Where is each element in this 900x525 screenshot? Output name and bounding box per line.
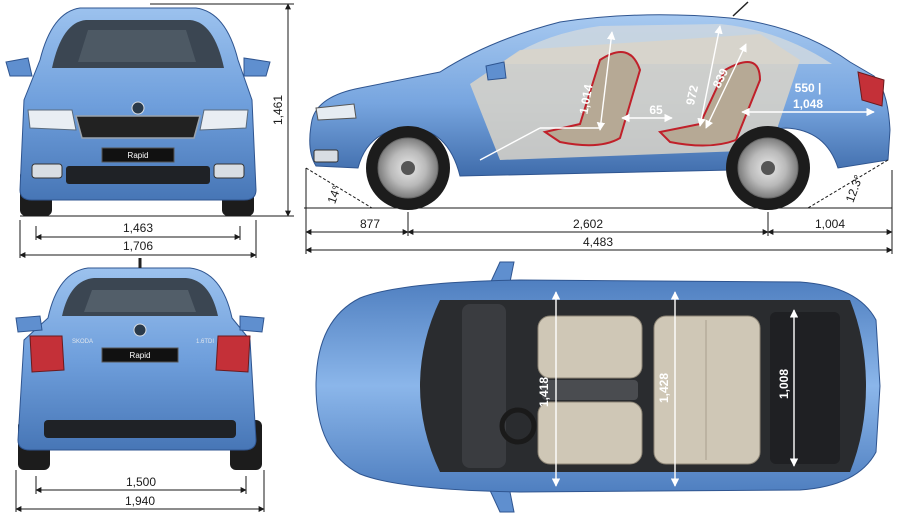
skoda-logo: [131, 101, 145, 115]
front-lower-intake: [66, 166, 210, 184]
knee-room-label: 65: [649, 103, 663, 117]
side-rear-wheel: [726, 126, 810, 210]
rear-width-label: 1,940: [125, 494, 155, 508]
front-headroom-label: 1,014: [577, 83, 596, 115]
top-dashboard: [462, 304, 506, 468]
front-right-foglight: [213, 163, 245, 179]
approach-angle-label: 14°: [325, 184, 344, 206]
rear-headroom-label: 972: [683, 84, 701, 107]
front-left-mirror: [5, 57, 33, 77]
boot-length-label: 1,048: [793, 97, 823, 111]
rear-badge-right: 1.6TDI: [196, 339, 214, 345]
front-track-label: 1,463: [123, 221, 153, 235]
rear-right-mirror: [239, 315, 265, 333]
side-foglight: [313, 149, 339, 163]
rear-left-mirror: [15, 315, 43, 333]
front-grille: [75, 115, 201, 139]
rear-diffuser: [44, 420, 236, 438]
rear-view: SKODA 1.6TDI Rapid 1,500 1,940: [15, 258, 265, 512]
side-antenna: [732, 1, 749, 17]
front-width-label: 1,706: [123, 239, 153, 253]
rear-right-taillight: [215, 335, 251, 373]
side-view: 1,014 972 839 65 550 | 1,048 14° 12.3° 8…: [304, 1, 893, 254]
front-left-headlight: [27, 109, 77, 131]
side-headlight: [315, 103, 357, 121]
rear-bench: [653, 315, 761, 465]
steering-wheel: [499, 407, 537, 445]
length-label: 4,483: [583, 235, 613, 249]
rear-license-plate: [101, 347, 179, 363]
front-view: Rapid 1,463 1,706 1,461: [5, 3, 294, 258]
front-right-mirror: [243, 57, 271, 77]
rear-track-label: 1,500: [126, 475, 156, 489]
center-console: [542, 380, 638, 400]
front-seat-upper: [537, 315, 643, 379]
rear-shoulder-label: 1,428: [657, 373, 671, 403]
rear-overhang-label: 1,004: [815, 217, 845, 231]
front-plate-text: Rapid: [128, 151, 149, 160]
rear-left-taillight: [29, 335, 65, 373]
front-right-headlight: [199, 109, 249, 131]
boot-width-label: 1,008: [777, 369, 791, 399]
side-front-wheel: [366, 126, 450, 210]
front-left-foglight: [31, 163, 63, 179]
front-seat-lower: [537, 401, 643, 465]
side-taillight: [857, 71, 885, 107]
boot-depth-label: 550 |: [795, 81, 822, 95]
front-seat-outline: [542, 51, 642, 147]
rear-badge-left: SKODA: [72, 339, 93, 345]
front-license-plate: [101, 147, 175, 163]
front-overhang-label: 877: [360, 217, 380, 231]
front-shoulder-label: 1,418: [537, 377, 551, 407]
wheelbase-label: 2,602: [573, 217, 603, 231]
height-label: 1,461: [271, 95, 285, 125]
rear-plate-text: Rapid: [130, 351, 151, 360]
rear-skoda-logo: [133, 323, 147, 337]
side-mirror: [485, 61, 507, 81]
departure-angle-label: 12.3°: [843, 173, 866, 204]
top-view: 1,418 1,428 1,008: [315, 261, 881, 513]
top-boot: [770, 312, 840, 464]
